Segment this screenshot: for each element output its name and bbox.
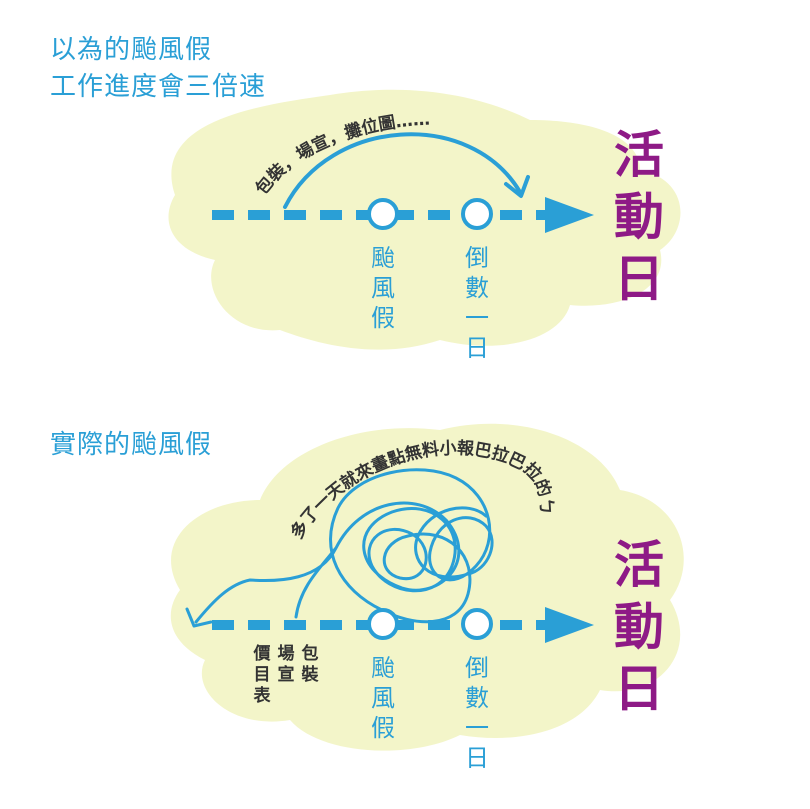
bottom-node2-label: 倒數一日 <box>465 654 489 772</box>
top-timeline-arrowhead <box>545 197 594 233</box>
bottom-task-packaging: 包裝 <box>301 644 319 685</box>
top-node-countdown-day <box>461 198 493 230</box>
top-background-blob <box>168 89 681 350</box>
top-node1-label: 颱風假 <box>371 244 395 332</box>
bottom-goal-label: 活動日 <box>614 536 664 718</box>
top-goal-label: 活動日 <box>614 126 664 308</box>
bottom-tangled-scribble <box>194 468 494 624</box>
bottom-task-pricelist: 價目表 <box>253 644 271 706</box>
top-caption-line1: 以為的颱風假 <box>50 35 213 65</box>
top-caption-line2: 工作進度會三倍速 <box>50 72 267 102</box>
top-node-typhoon-day <box>367 198 399 230</box>
bottom-caption: 實際的颱風假 <box>50 430 213 460</box>
top-node2-label: 倒數一日 <box>465 244 489 362</box>
bottom-node1-label: 颱風假 <box>371 654 395 742</box>
bottom-background-blob <box>170 423 684 751</box>
bottom-timeline-arrowhead <box>545 607 594 643</box>
top-jump-arrowhead <box>504 175 530 198</box>
bottom-return-arrowhead <box>185 607 213 628</box>
bottom-task-promo: 場宣 <box>277 644 295 685</box>
top-jump-arc <box>283 132 522 209</box>
bottom-node-countdown-day <box>461 608 493 640</box>
bottom-node-typhoon-day <box>367 608 399 640</box>
